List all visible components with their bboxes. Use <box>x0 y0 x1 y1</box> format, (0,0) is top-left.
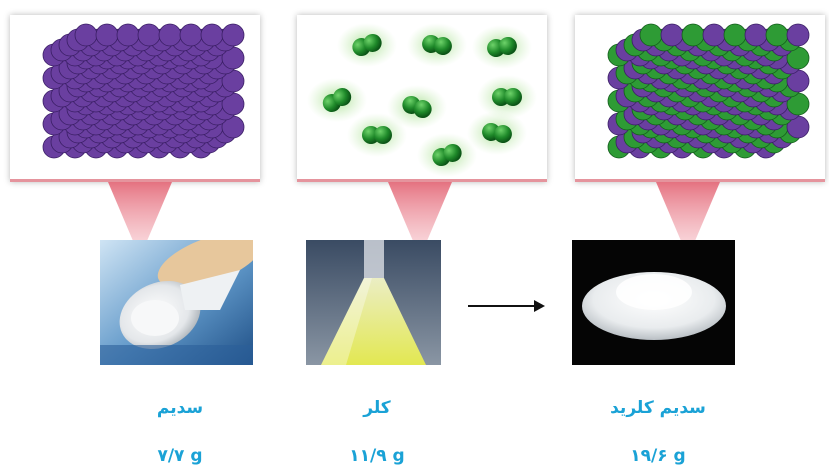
chlorine-molecule <box>492 88 522 106</box>
sodium-chloride-lattice-panel <box>575 15 825 182</box>
chlorine-molecule <box>362 126 392 144</box>
chlorine-molecules-panel <box>297 15 547 182</box>
atom-sphere <box>681 23 705 47</box>
atom-sphere <box>200 23 224 47</box>
sodium-mass: ۷/۷ g <box>157 446 203 466</box>
atom-sphere <box>221 23 245 47</box>
atom-sphere <box>116 23 140 47</box>
chlorine-atom <box>443 143 462 162</box>
sodium-chloride-label: سدیم کلرید <box>610 398 706 418</box>
panel-divider <box>575 179 825 182</box>
chlorine-mass: ۱۱/۹ g <box>349 446 405 466</box>
sodium-chloride-photo <box>572 240 735 365</box>
atom-sphere <box>137 23 161 47</box>
chlorine-atom <box>504 88 522 106</box>
atom-sphere <box>179 23 203 47</box>
atom-sphere <box>158 23 182 47</box>
chlorine-atom <box>493 125 512 144</box>
sodium-lattice-icon <box>42 23 245 159</box>
panel-divider <box>10 179 260 182</box>
chlorine-atom <box>498 36 517 55</box>
chlorine-molecule <box>322 88 352 112</box>
atom-sphere <box>702 23 726 47</box>
chlorine-molecules-icon <box>307 23 537 177</box>
magnify-beam <box>656 182 720 248</box>
chlorine-molecule <box>352 33 382 57</box>
atom-sphere <box>95 23 119 47</box>
atom-sphere <box>765 23 789 47</box>
chlorine-molecule <box>432 143 462 167</box>
atom-sphere <box>660 23 684 47</box>
panel-divider <box>297 179 547 182</box>
chlorine-atom <box>333 88 352 106</box>
sodium-lattice-panel <box>10 15 260 182</box>
atom-sphere <box>744 23 768 47</box>
chlorine-atom <box>433 37 452 56</box>
chlorine-atom <box>413 100 432 119</box>
chlorine-flask-photo <box>306 240 441 365</box>
sodium-chloride-mass: ۱۹/۶ g <box>630 446 686 466</box>
atom-sphere <box>639 23 663 47</box>
chlorine-molecule <box>402 95 432 119</box>
chlorine-molecule <box>482 122 512 144</box>
chlorine-molecule <box>422 34 452 56</box>
atom-sphere <box>723 23 747 47</box>
sodium-photo <box>100 240 253 365</box>
atom-sphere <box>786 23 810 47</box>
chlorine-label: کلر <box>363 398 391 418</box>
magnify-beam <box>388 182 452 248</box>
sodium-label: سدیم <box>156 398 204 418</box>
magnify-beam <box>108 182 172 248</box>
reaction-arrow-icon <box>468 300 545 312</box>
atom-sphere <box>74 23 98 47</box>
chlorine-atom <box>374 126 392 144</box>
chlorine-molecule <box>487 36 517 58</box>
chlorine-atom <box>363 33 382 52</box>
sodium-chloride-lattice-icon <box>607 23 810 159</box>
